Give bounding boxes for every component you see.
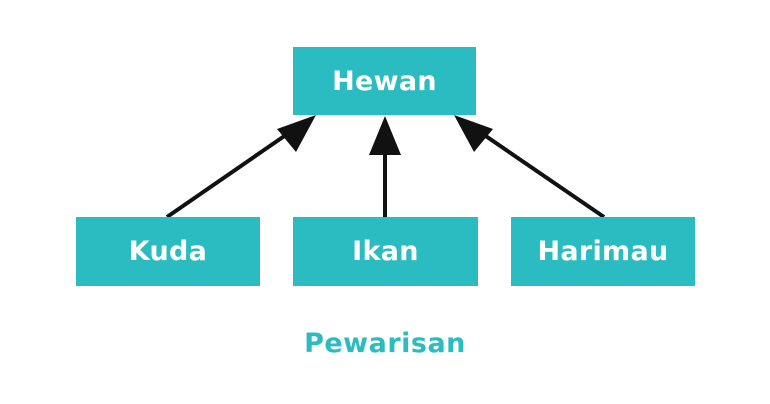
child-node-harimau: Harimau	[511, 217, 695, 286]
child-node-ikan: Ikan	[293, 217, 478, 286]
parent-node-hewan: Hewan	[293, 47, 476, 115]
child-node-kuda: Kuda	[76, 217, 260, 286]
parent-node-label: Hewan	[332, 65, 437, 97]
diagram-caption: Pewarisan	[304, 328, 466, 359]
arrow-harimau-to-hewan	[454, 115, 606, 219]
arrow-ikan-to-hewan	[369, 116, 401, 217]
child-node-label: Harimau	[537, 236, 669, 267]
child-node-label: Ikan	[352, 236, 419, 267]
arrow-kuda-to-hewan	[165, 115, 316, 219]
child-node-label: Kuda	[128, 236, 208, 267]
